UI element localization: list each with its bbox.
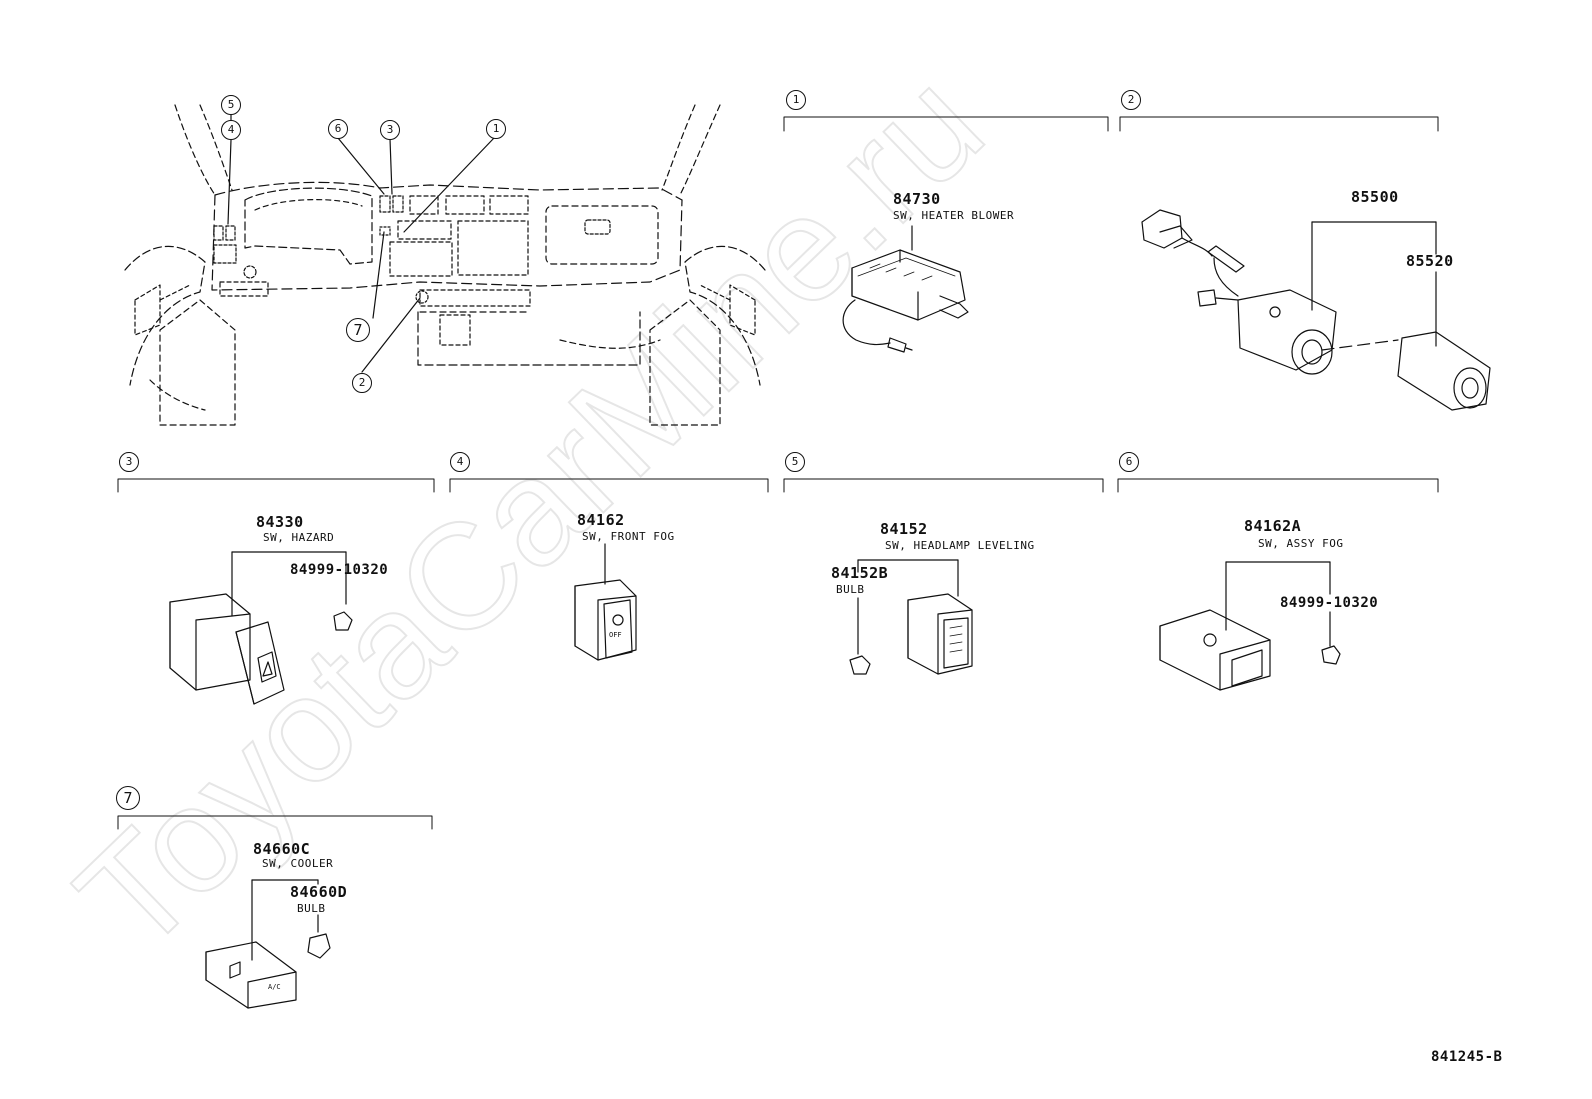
part-desc-front-fog: SW, FRONT FOG	[582, 530, 675, 543]
diagram-code: 841245-B	[1431, 1049, 1503, 1065]
part-desc-bulb-5: BULB	[836, 583, 865, 596]
part-number-84999-10320-a: 84999-10320	[290, 562, 389, 578]
part-number-85520: 85520	[1406, 252, 1454, 270]
part-number-84152B: 84152B	[831, 564, 889, 582]
dashboard-overview	[124, 104, 766, 426]
hazard-switch-drawing	[169, 551, 353, 705]
part-desc-hazard: SW, HAZARD	[263, 531, 335, 544]
heater-blower-switch-drawing	[842, 225, 969, 353]
part-number-84152: 84152	[880, 520, 928, 538]
section-2-index: 2	[1121, 90, 1141, 110]
overview-callout-6: 6	[328, 119, 348, 139]
section-4-index: 4	[450, 452, 470, 472]
overview-callout-7: 7	[346, 318, 370, 342]
part-number-85500: 85500	[1351, 188, 1399, 206]
section-7-index: 7	[116, 786, 140, 810]
section-3-index: 3	[119, 452, 139, 472]
front-fog-switch-drawing	[574, 543, 637, 661]
part-number-84999-10320-b: 84999-10320	[1280, 595, 1379, 611]
section-6-index: 6	[1119, 452, 1139, 472]
cooler-switch-drawing	[205, 879, 331, 1009]
part-number-84162A: 84162A	[1244, 517, 1302, 535]
part-number-84660C: 84660C	[253, 840, 311, 858]
headlamp-leveling-switch-drawing	[849, 559, 973, 675]
part-number-84730: 84730	[893, 190, 941, 208]
fog-off-mark: OFF	[609, 631, 622, 639]
part-number-84660D: 84660D	[290, 883, 348, 901]
part-number-84330: 84330	[256, 513, 304, 531]
section-brackets	[117, 116, 1439, 830]
section-5-index: 5	[785, 452, 805, 472]
overview-callout-5: 5	[221, 95, 241, 115]
part-desc-assy-fog: SW, ASSY FOG	[1258, 537, 1344, 550]
cigarette-lighter-drawing	[1141, 209, 1491, 411]
overview-callout-4: 4	[221, 120, 241, 140]
part-desc-cooler: SW, COOLER	[262, 857, 334, 870]
part-desc-headlamp-leveling: SW, HEADLAMP LEVELING	[885, 539, 1035, 552]
overview-callout-1: 1	[486, 119, 506, 139]
part-number-84162: 84162	[577, 511, 625, 529]
section-1-index: 1	[786, 90, 806, 110]
cooler-ac-mark: A/C	[268, 983, 281, 991]
part-desc-heater-blower: SW, HEATER BLOWER	[893, 209, 1015, 222]
assy-fog-switch-drawing	[1159, 561, 1341, 691]
part-desc-bulb-7: BULB	[297, 902, 326, 915]
overview-callout-3: 3	[380, 120, 400, 140]
overview-callout-2: 2	[352, 373, 372, 393]
